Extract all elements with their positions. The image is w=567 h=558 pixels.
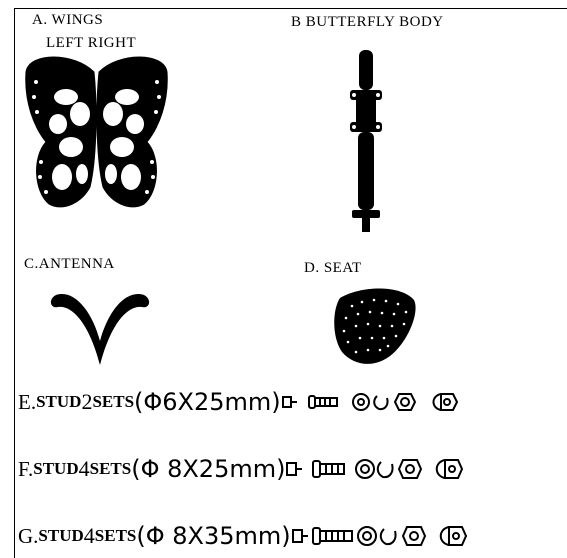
bolt-icon — [287, 463, 302, 475]
seat-title: D. SEAT — [304, 260, 362, 277]
stud-letter: E. — [18, 390, 36, 415]
hex-nut-icon — [395, 394, 415, 410]
stud-label: STUD — [38, 526, 83, 546]
stud-spec: (Φ 8X25mm) — [131, 455, 285, 483]
seat-icon — [330, 286, 420, 366]
body-title: B BUTTERFLY BODY — [291, 14, 444, 31]
stud-letter: F. — [18, 457, 33, 482]
washer-icon — [358, 527, 376, 545]
bolt-icon — [309, 396, 337, 408]
sets-label: SETS — [92, 392, 134, 412]
spring-washer-icon — [378, 462, 393, 477]
spring-washer-icon — [380, 529, 395, 544]
wings-title: A. WINGS — [32, 12, 103, 29]
wings-subtitle: LEFT RIGHT — [46, 35, 136, 52]
cap-nut-icon — [440, 527, 465, 545]
stud-spec: (Φ 8X35mm) — [136, 522, 290, 550]
stud-label: STUD — [36, 392, 81, 412]
stud-quantity: 4 — [84, 523, 95, 549]
hardware-icons — [285, 456, 485, 482]
cap-nut-icon — [433, 394, 457, 410]
bolt-icon — [293, 530, 308, 542]
bolt-icon — [313, 528, 352, 544]
butterfly-body-icon — [342, 50, 392, 232]
antenna-icon — [44, 285, 156, 369]
stud-row-f: F. STUD 4 SETS (Φ 8X25mm) — [18, 455, 485, 483]
cap-nut-icon — [437, 460, 462, 478]
hex-nut-icon — [403, 527, 425, 545]
hardware-icons — [291, 523, 491, 549]
antenna-title: C.ANTENNA — [24, 256, 115, 273]
stud-letter: G. — [18, 524, 38, 549]
bolt-icon — [283, 397, 297, 407]
stud-spec: (Φ6X25mm) — [134, 388, 281, 416]
stud-row-e: E. STUD 2 SETS (Φ6X25mm) — [18, 388, 481, 416]
stud-quantity: 2 — [81, 389, 92, 415]
washer-icon — [356, 460, 374, 478]
sets-label: SETS — [90, 459, 132, 479]
sets-label: SETS — [95, 526, 137, 546]
hex-nut-icon — [399, 460, 421, 478]
stud-label: STUD — [33, 459, 78, 479]
bolt-icon — [313, 461, 344, 477]
butterfly-wings-icon — [24, 52, 169, 212]
stud-quantity: 4 — [79, 456, 90, 482]
hardware-icons — [281, 390, 481, 414]
spring-washer-icon — [374, 396, 387, 409]
stud-row-g: G. STUD 4 SETS (Φ 8X35mm) — [18, 522, 491, 550]
washer-icon — [353, 394, 369, 410]
